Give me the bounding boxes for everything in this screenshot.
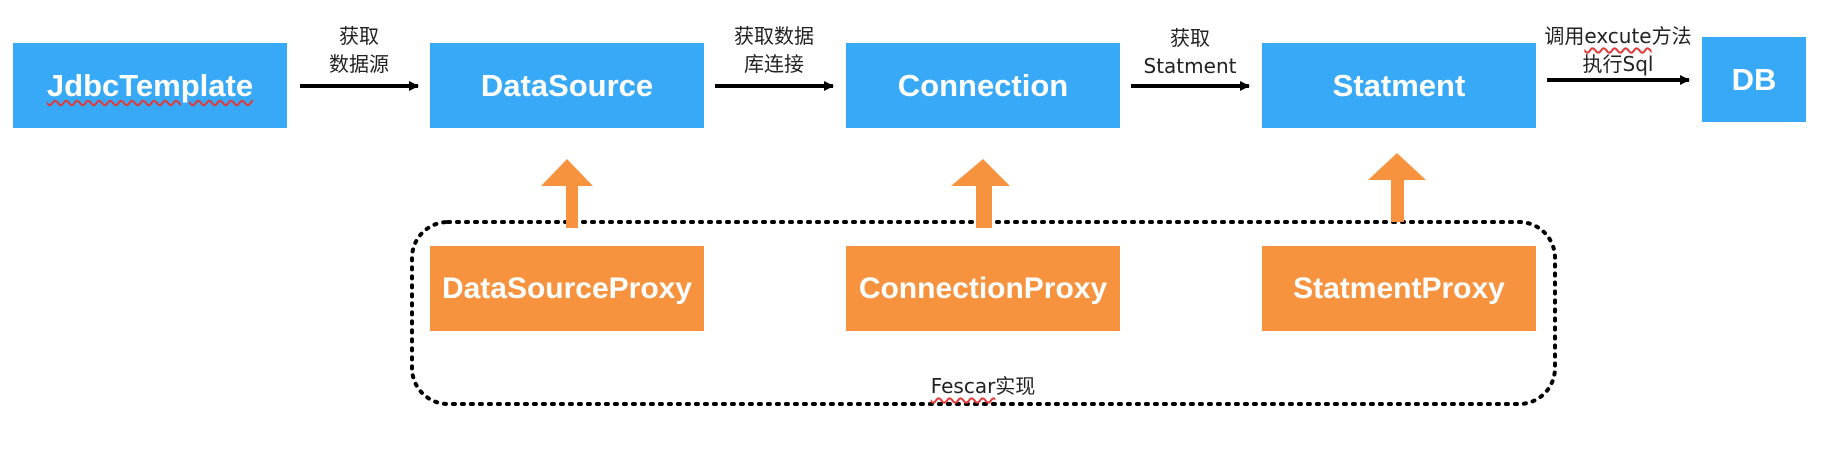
- jdbctemplate-box: JdbcTemplate: [13, 43, 287, 128]
- datasource-label: DataSource: [480, 67, 654, 103]
- edge-label-get-connection-line2: 库连接: [744, 52, 804, 76]
- edge-label-execute-sql-pre: 调用: [1544, 24, 1585, 48]
- connection-label: Connection: [897, 67, 1069, 103]
- edge-label-execute-sql-word: excute: [1584, 24, 1652, 48]
- datasource-box: DataSource: [430, 43, 704, 128]
- edge-label-execute-sql-line1: 调用excute方法: [1533, 22, 1703, 50]
- up-arrow-connection: [951, 159, 1010, 228]
- edge-label-execute-sql-post: 方法: [1651, 24, 1692, 48]
- edge-label-get-statment: 获取 Statment: [1126, 24, 1254, 80]
- edge-label-get-datasource: 获取 数据源: [300, 22, 418, 78]
- datasourceproxy-box: DataSourceProxy: [430, 246, 704, 331]
- connectionproxy-box: ConnectionProxy: [846, 246, 1120, 331]
- fescar-group-label: Fescar实现: [883, 372, 1083, 400]
- fescar-group-border: [410, 220, 1557, 406]
- datasourceproxy-label: DataSourceProxy: [441, 271, 693, 305]
- up-arrow-datasource: [541, 159, 593, 228]
- edge-label-get-datasource-line2: 数据源: [329, 52, 389, 76]
- edge-label-get-connection: 获取数据 库连接: [705, 22, 843, 78]
- statment-label: Statment: [1332, 67, 1466, 103]
- edge-label-get-statment-line2: Statment: [1143, 54, 1237, 78]
- fescar-group-label-suffix: 实现: [995, 374, 1036, 398]
- edge-label-execute-sql: 调用excute方法 执行Sql: [1533, 22, 1703, 78]
- edge-label-get-datasource-line1: 获取: [339, 24, 379, 48]
- statment-box: Statment: [1262, 43, 1536, 128]
- statmentproxy-label: StatmentProxy: [1293, 271, 1505, 305]
- up-arrow-statment: [1368, 153, 1426, 222]
- db-box: DB: [1702, 37, 1806, 122]
- db-label: DB: [1731, 61, 1777, 97]
- edge-label-get-statment-line1: 获取: [1170, 26, 1210, 50]
- fescar-group-label-word: Fescar: [930, 374, 996, 398]
- connection-box: Connection: [846, 43, 1120, 128]
- edge-label-execute-sql-line2: 执行Sql: [1582, 52, 1654, 76]
- statmentproxy-box: StatmentProxy: [1262, 246, 1536, 331]
- connectionproxy-label: ConnectionProxy: [858, 271, 1108, 305]
- edge-label-get-connection-line1: 获取数据: [734, 24, 814, 48]
- jdbctemplate-label: JdbcTemplate: [46, 67, 254, 103]
